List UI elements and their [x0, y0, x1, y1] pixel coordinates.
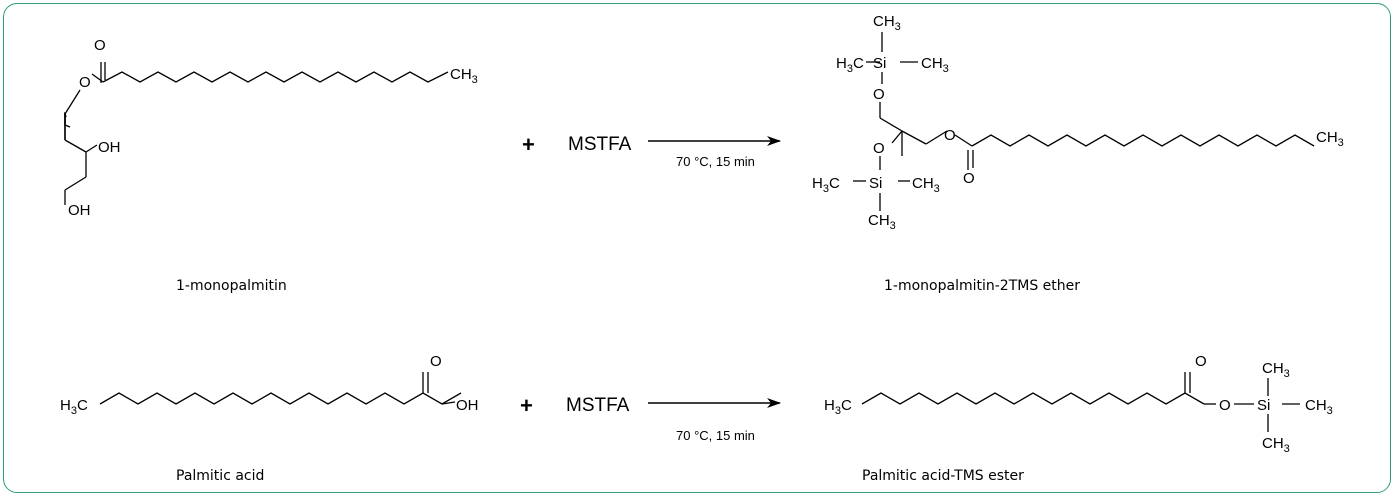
- svg-text:CH3: CH3: [921, 55, 949, 75]
- svg-text:CH3: CH3: [450, 66, 478, 86]
- scheme-frame: [3, 3, 1391, 493]
- product-ester-oxygen-label: O: [944, 127, 956, 144]
- hydroxyl-label-2: OH: [68, 202, 91, 219]
- svg-text:H3C: H3C: [824, 397, 852, 417]
- palmitic-acid-tms-structure: H3C O O Si CH3 CH3 CH3: [824, 353, 1333, 455]
- methyl-label-text: CH: [450, 66, 472, 83]
- methyl-subscript: 3: [472, 74, 478, 86]
- reactant-name-2: Palmitic acid: [176, 468, 264, 484]
- svg-text:CH3: CH3: [1262, 360, 1290, 380]
- palmitic-acid-structure: H3C O OH: [60, 353, 479, 417]
- svg-text:CH3: CH3: [1305, 397, 1333, 417]
- lower-tms-h3c-h: H: [812, 175, 823, 192]
- product-name-2: Palmitic acid-TMS ester: [862, 468, 1024, 484]
- carbonyl-oxygen-label: O: [94, 37, 106, 54]
- ester-carbonyl-oxygen-label: O: [1195, 353, 1207, 370]
- product-carbonyl-oxygen-label: O: [963, 170, 975, 187]
- ester-oxygen-label: O: [79, 74, 91, 91]
- svg-text:CH3: CH3: [868, 212, 896, 232]
- acid-hydroxyl-label: OH: [456, 397, 479, 414]
- acid-carbonyl-oxygen-label: O: [430, 353, 442, 370]
- top-tms-methyl-text: CH: [873, 13, 895, 30]
- svg-text:H3C: H3C: [812, 175, 840, 195]
- lower-tms-right-methyl: CH: [912, 175, 934, 192]
- tms-silicon-label: Si: [1257, 397, 1270, 414]
- tms-bottom-methyl: CH: [1262, 435, 1284, 452]
- svg-text:CH3: CH3: [873, 13, 901, 33]
- palmitic-h3c-h: H: [60, 397, 71, 414]
- reagent-label-2: MSTFA: [566, 395, 630, 416]
- plus-sign-1: +: [522, 132, 535, 157]
- lower-tms-bottom-methyl: CH: [868, 212, 890, 229]
- lower-ether-oxygen-label: O: [873, 140, 885, 157]
- reactant-name-1: 1-monopalmitin: [176, 278, 287, 294]
- tms-top-methyl: CH: [1262, 360, 1284, 377]
- svg-text:H3C: H3C: [60, 397, 88, 417]
- svg-text:CH3: CH3: [1262, 435, 1290, 455]
- reagent-label-1: MSTFA: [568, 134, 632, 155]
- svg-text:CH3: CH3: [1316, 129, 1344, 149]
- top-ether-oxygen-label: O: [873, 86, 885, 103]
- monopalmitin-2tms-structure: CH3 H3C Si CH3 O O H3C Si CH3 CH3 O O CH…: [812, 13, 1344, 232]
- product-name-1: 1-monopalmitin-2TMS ether: [884, 278, 1080, 294]
- top-tms-h3c-h: H: [836, 55, 847, 72]
- lower-silicon-label: Si: [869, 175, 882, 192]
- svg-text:H3C: H3C: [836, 55, 864, 75]
- product-terminal-methyl: CH: [1316, 129, 1338, 146]
- tms-right-methyl: CH: [1305, 397, 1327, 414]
- plus-sign-2: +: [520, 393, 533, 418]
- conditions-label-2: 70 °C, 15 min: [676, 428, 755, 443]
- conditions-label-1: 70 °C, 15 min: [676, 154, 755, 169]
- ester-oxygen-label-2: O: [1219, 397, 1231, 414]
- ester-h3c-h: H: [824, 397, 835, 414]
- top-silicon-label: Si: [873, 55, 886, 72]
- svg-text:CH3: CH3: [912, 175, 940, 195]
- monopalmitin-structure: O O OH OH CH3: [64, 37, 478, 219]
- top-tms-right-methyl: CH: [921, 55, 943, 72]
- hydroxyl-label-1: OH: [98, 139, 121, 156]
